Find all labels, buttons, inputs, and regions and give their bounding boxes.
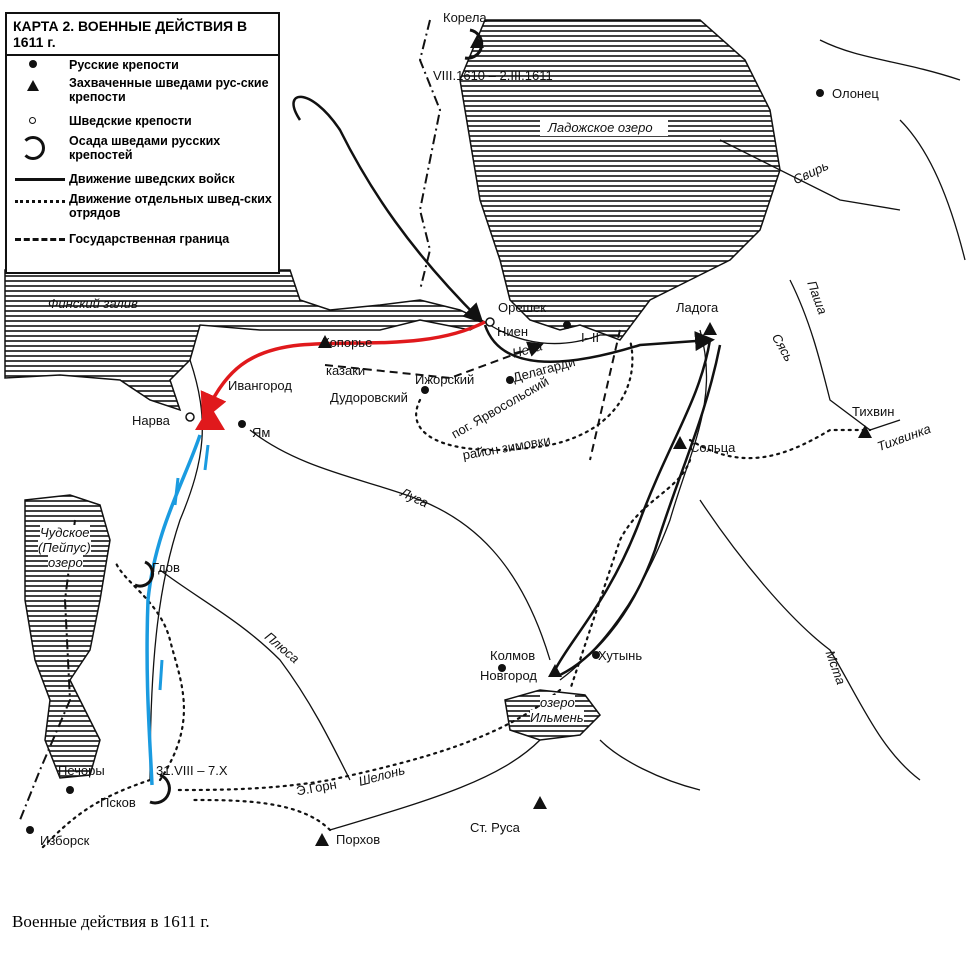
siege-icon	[134, 28, 484, 805]
label-izhorsky: Ижорский	[415, 372, 475, 387]
label-koporye: Копорье	[322, 335, 373, 350]
label-i-ii: I–II	[581, 330, 600, 345]
label-tikhvin: Тихвин	[852, 404, 895, 419]
label-ilmen-1: озеро	[540, 695, 575, 710]
state-border	[418, 19, 442, 291]
label-izborsk: Изборск	[40, 833, 90, 848]
siege-icon	[21, 136, 45, 160]
label-olonets: Олонец	[832, 86, 879, 101]
open-circle-icon	[29, 117, 36, 124]
red-route	[200, 320, 486, 422]
border-line-icon	[15, 238, 65, 241]
label-narva: Нарва	[132, 413, 170, 428]
label-khutyn: Хутынь	[598, 648, 643, 663]
filled-triangle-icon	[27, 80, 39, 91]
label-yam: Ям	[252, 425, 271, 440]
label-ladoga: Ладога	[676, 300, 719, 315]
label-peipus-2: (Пейпус)	[38, 540, 91, 555]
blue-route	[145, 434, 202, 786]
solid-arrow-icon	[15, 178, 65, 181]
label-pskov: Псков	[100, 795, 136, 810]
filled-circle-icon	[29, 60, 37, 68]
label-ladoga-lake: Ладожское озеро	[548, 120, 653, 135]
label-kazaki: казаки	[326, 363, 366, 378]
label-peipus-1: Чудское	[40, 525, 90, 540]
dotted-arrow-icon	[15, 200, 65, 203]
gulf-of-finland	[4, 269, 487, 412]
label-gdov: Гдов	[152, 560, 180, 575]
map-legend: КАРТА 2. ВОЕННЫЕ ДЕЙСТВИЯ В 1611 г. Русс…	[5, 12, 280, 274]
label-pechory: Печоры	[58, 763, 105, 778]
label-korela: Корела	[443, 10, 487, 25]
label-staraya-russa: Ст. Руса	[470, 820, 520, 835]
label-dudorovsky: Дудоровский	[330, 390, 408, 405]
label-ilmen-2: Ильмень	[530, 710, 584, 725]
peipus-lake	[24, 494, 111, 779]
label-soltsa: Сольца	[690, 440, 736, 455]
label-porkhov: Порхов	[336, 832, 381, 847]
label-novgorod: Новгород	[480, 668, 537, 683]
ladoga-lake	[459, 19, 781, 341]
label-pskov-dates: 31.VIII – 7.X	[156, 763, 228, 778]
label-oreshek: Орешек	[498, 300, 546, 315]
label-nien: Ниен	[497, 324, 529, 339]
figure-caption: Военные действия в 1611 г.	[12, 912, 210, 931]
label-kolmov: Колмов	[490, 648, 536, 663]
ivangorod-red-triangle	[195, 405, 225, 430]
label-korela-dates: VIII.1610 – 2.III.1611	[433, 68, 553, 83]
label-ivangorod: Ивангород	[228, 378, 292, 393]
label-gulf: Финский залив	[48, 296, 138, 311]
map-title: КАРТА 2. ВОЕННЫЕ ДЕЙСТВИЯ В 1611 г.	[7, 14, 278, 56]
label-peipus-3: озеро	[48, 555, 83, 570]
